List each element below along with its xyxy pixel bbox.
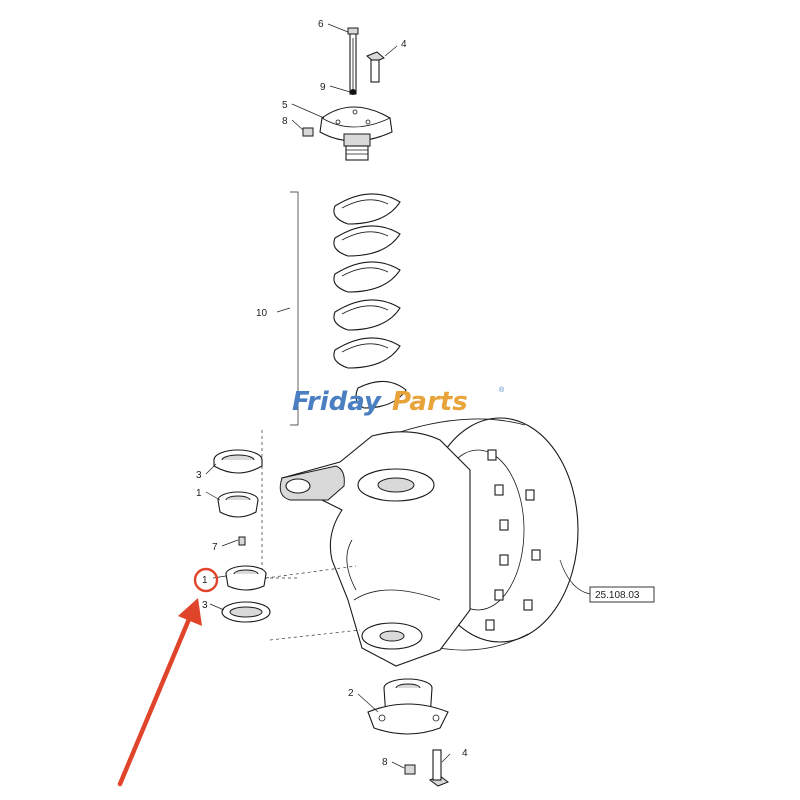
leader-lines — [205, 23, 591, 769]
grease-fitting-8-top — [302, 127, 314, 137]
callout-2: 2 — [348, 688, 354, 699]
callout-6: 6 — [318, 19, 324, 30]
grease-fitting-8-bottom — [404, 764, 416, 775]
reference-text: 25.108.03 — [595, 590, 640, 601]
callout-8-top: 8 — [282, 116, 288, 127]
callout-labels: 6 4 9 5 8 10 3 1 7 1 3 2 8 4 — [196, 19, 468, 768]
callout-3-upper: 3 — [196, 470, 202, 481]
callout-10: 10 — [256, 308, 268, 319]
seal-3-lower — [221, 601, 271, 623]
bolt-4-top — [366, 51, 385, 83]
callout-4-top: 4 — [401, 39, 407, 50]
callout-3-lower: 3 — [202, 600, 208, 611]
steering-knuckle — [261, 417, 579, 667]
bolt-4-bottom — [428, 749, 450, 787]
callout-7: 7 — [212, 542, 218, 553]
watermark-mark: ® — [499, 386, 505, 394]
callout-9: 9 — [320, 82, 326, 93]
long-bolt-6 — [347, 27, 359, 95]
callout-4-bottom: 4 — [462, 748, 468, 759]
callout-8-bottom: 8 — [382, 757, 388, 768]
reference-box: 25.108.03 — [589, 586, 655, 603]
callout-5: 5 — [282, 100, 288, 111]
seal-3-upper — [213, 449, 263, 474]
bearing-1-upper — [217, 491, 259, 518]
lower-pin-2 — [367, 678, 449, 735]
shim-stack-10 — [276, 191, 407, 426]
watermark-word-2: Parts — [392, 387, 468, 417]
grease-fitting-7 — [238, 536, 246, 546]
grease-nipple-9 — [350, 89, 356, 95]
watermark: Friday Parts ® — [292, 386, 505, 417]
callout-1-upper: 1 — [196, 488, 202, 499]
cap-5 — [319, 106, 393, 161]
arrow-icon — [117, 567, 219, 787]
watermark-word-1: Friday — [292, 387, 382, 417]
callout-1-lower: 1 — [202, 575, 208, 586]
bearing-1-lower — [225, 565, 267, 591]
